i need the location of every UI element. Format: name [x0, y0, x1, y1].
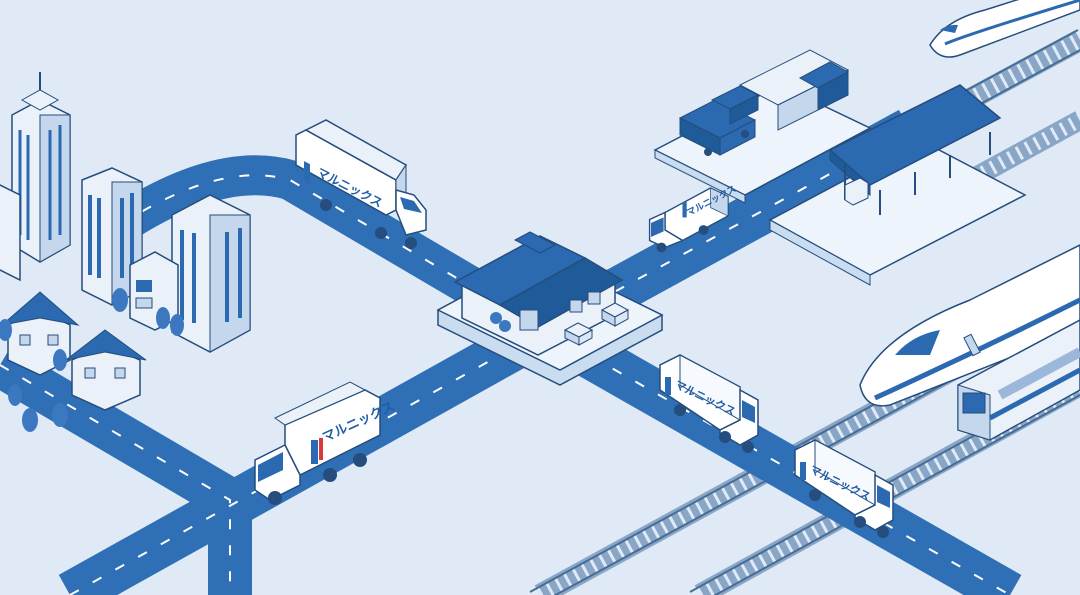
container-icon [678, 99, 757, 156]
office-building-icon [11, 72, 71, 263]
tree-icon [8, 384, 22, 406]
container-icon [710, 85, 760, 125]
tree-icon [170, 314, 184, 336]
container-icon [798, 61, 850, 111]
delivery-truck: マルニックス [648, 183, 738, 253]
tree-icon [499, 320, 511, 332]
tree-icon [490, 312, 502, 324]
warehouse-hub [436, 231, 664, 386]
delivery-truck: マルニックス [659, 354, 759, 453]
office-building-icon [171, 194, 251, 353]
delivery-truck: マルニックス [295, 119, 427, 249]
office-building-icon [0, 184, 21, 282]
delivery-truck: マルニックス [794, 439, 894, 538]
trees [0, 288, 184, 432]
bullet-train-icon [859, 244, 1080, 407]
city-district [0, 72, 251, 432]
house-icon [65, 329, 147, 411]
commuter-train-icon [957, 319, 1080, 441]
tree-icon [112, 288, 128, 312]
tree-icon [52, 403, 68, 427]
office-building-icon [129, 251, 179, 331]
tree-icon [53, 349, 67, 371]
tree-icon [0, 319, 12, 341]
train-station [768, 84, 1027, 286]
container-yard [653, 49, 872, 204]
tree-icon [22, 408, 38, 432]
delivery-truck: マルニックス [254, 381, 397, 505]
bullet-train-icon [929, 0, 1080, 58]
tree-icon [156, 307, 170, 329]
cargo-boxes [563, 302, 630, 346]
